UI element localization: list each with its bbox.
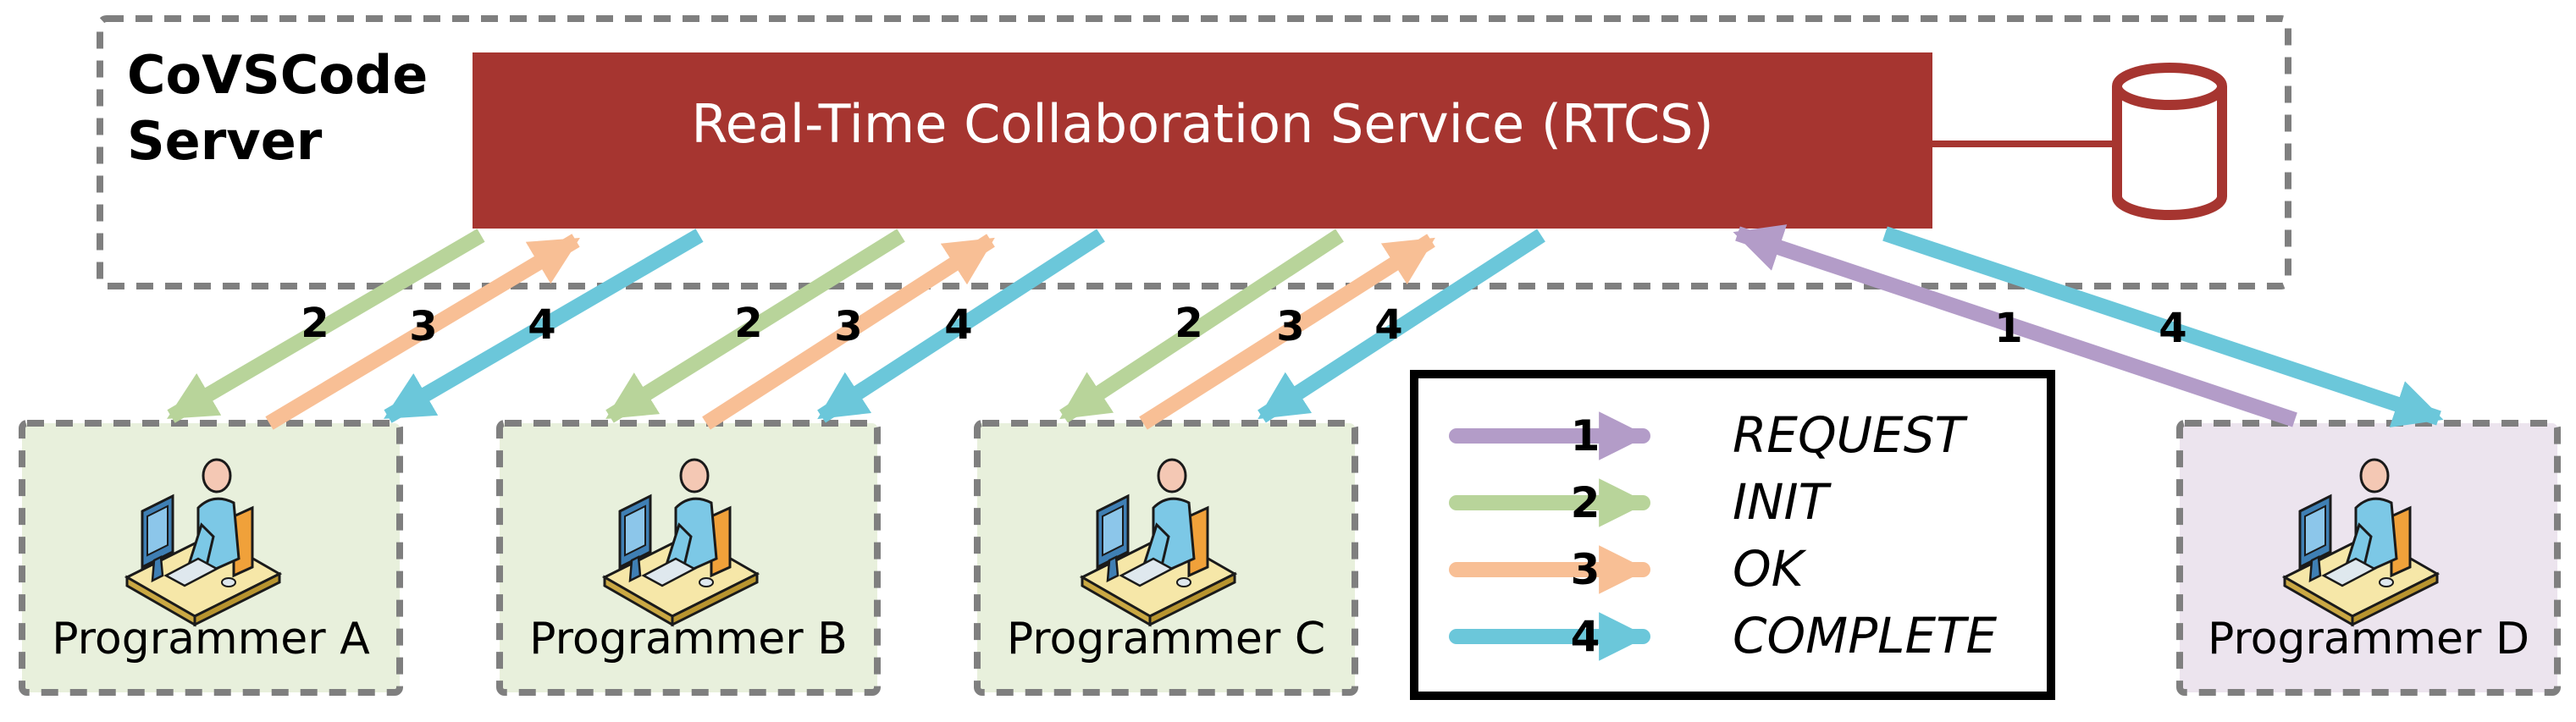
arrow-number-4-b: 4: [944, 301, 972, 349]
legend-item-ok: 3 OK: [1449, 540, 1807, 598]
server-label-line2: Server: [127, 110, 323, 172]
legend-number-4: 4: [1571, 612, 1600, 661]
database-cylinder-icon: [2112, 63, 2227, 220]
legend-item-init: 2 INIT: [1449, 473, 1832, 531]
arrow-number-3-b: 3: [834, 303, 862, 350]
arrow-number-2-a: 2: [301, 300, 329, 347]
legend-label-init: INIT: [1733, 473, 1832, 531]
rtcs-label: Real-Time Collaboration Service (RTCS): [691, 93, 1713, 155]
server-label-line1: CoVSCode: [127, 44, 428, 106]
arrow-number-4-c: 4: [1374, 301, 1402, 349]
legend-item-complete: 4 COMPLETE: [1449, 607, 1998, 664]
programmer-d-box: Programmer D: [2176, 420, 2561, 696]
arrow-init-c: [1059, 229, 1344, 423]
legend-number-3: 3: [1571, 545, 1600, 594]
server-boundary: [97, 15, 2291, 289]
arrow-init-a: [167, 229, 485, 423]
arrow-number-3-a: 3: [409, 303, 437, 350]
legend-number-2: 2: [1571, 478, 1600, 527]
arrow-ok-a: [265, 234, 580, 430]
legend-label-complete: COMPLETE: [1733, 607, 1998, 664]
arrow-init-b: [605, 229, 905, 423]
arrow-complete-d: [1882, 226, 2444, 427]
arrow-number-2-c: 2: [1175, 300, 1202, 347]
arrow-number-3-c: 3: [1276, 303, 1304, 350]
arrow-complete-b: [817, 229, 1105, 423]
programmer-c-box: Programmer C: [974, 420, 1358, 696]
arrow-number-1-d: 1: [1994, 305, 2022, 352]
arrow-complete-c: [1258, 229, 1545, 423]
arrow-number-4-a: 4: [528, 301, 556, 349]
programmer-b-label: Programmer B: [529, 614, 848, 664]
programmer-d-label: Programmer D: [2208, 614, 2529, 664]
programmer-c-label: Programmer C: [1007, 614, 1325, 664]
arrow-ok-b: [702, 234, 995, 430]
arrow-complete-a: [384, 229, 704, 423]
legend: 1 REQUEST 2 INIT 3 OK 4 COMPLETE: [1410, 370, 2055, 700]
legend-label-request: REQUEST: [1733, 406, 1969, 464]
rtcs-box: [473, 52, 1932, 229]
legend-number-1: 1: [1571, 411, 1600, 460]
legend-item-request: 1 REQUEST: [1449, 406, 1969, 464]
programmer-b-box: Programmer B: [496, 420, 881, 696]
arrow-number-4-d: 4: [2159, 305, 2186, 352]
programmer-a-box: Programmer A: [19, 420, 403, 696]
programmer-a-label: Programmer A: [52, 614, 370, 664]
legend-label-ok: OK: [1733, 540, 1807, 598]
arrow-request-d: [1733, 224, 2297, 427]
arrow-ok-c: [1139, 234, 1435, 430]
arrow-number-2-b: 2: [734, 300, 762, 347]
